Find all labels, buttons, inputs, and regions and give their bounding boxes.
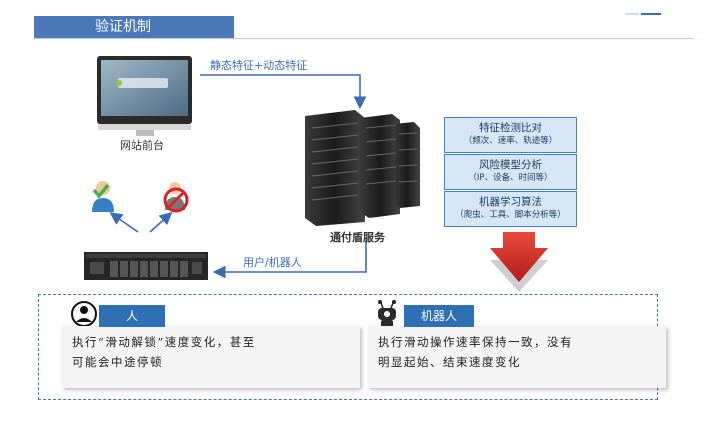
- analysis-box-machine-learning: 机器学习算法 （爬虫、工具、脚本分析等）: [444, 191, 577, 227]
- server-unit-icon: [84, 252, 208, 280]
- user-allowed-icon: [92, 181, 114, 212]
- analysis-box-subtitle: （爬虫、工具、脚本分析等）: [455, 210, 566, 220]
- server-label: 通付盾服务: [330, 231, 385, 244]
- arrow-to-blocked: [149, 211, 173, 233]
- robot-tab: 机器人: [404, 305, 474, 327]
- title-bar: [34, 16, 234, 38]
- arrow-to-user: [109, 212, 139, 233]
- down-arrow-icon: [490, 232, 548, 292]
- robot-text-line1: 执行滑动操作速率保持一致，没有: [378, 335, 573, 349]
- arrow-monitor-to-server: [200, 74, 367, 110]
- user-blocked-icon: [163, 182, 189, 213]
- top-arrow-label: 静态特征+动态特征: [210, 59, 308, 72]
- corner-decoration: [625, 13, 639, 15]
- robot-panel-text: 执行滑动操作速率保持一致，没有 明显起始、结束速度变化: [368, 326, 666, 372]
- robot-text-line2: 明显起始、结束速度变化: [378, 355, 521, 369]
- analysis-box-risk-model: 风险模型分析 （IP、设备、时间等）: [444, 154, 577, 190]
- analysis-box-title: 机器学习算法: [479, 196, 542, 208]
- human-text-line2: 可能会中途停顿: [72, 355, 163, 369]
- human-tab: 人: [99, 305, 165, 327]
- corner-decoration-accent: [641, 13, 661, 15]
- human-text-line1: 执行“滑动解锁”速度变化，甚至: [72, 335, 256, 349]
- server-rack-icon: [305, 110, 420, 226]
- arrow-server-to-unit: [212, 238, 367, 279]
- robot-panel: 执行滑动操作速率保持一致，没有 明显起始、结束速度变化: [368, 326, 666, 388]
- title-divider: [34, 38, 694, 39]
- analysis-box-subtitle: （频次、速率、轨迹等）: [463, 136, 558, 146]
- monitor-icon: [97, 56, 192, 136]
- human-panel: 执行“滑动解锁”速度变化，甚至 可能会中途停顿: [62, 326, 360, 388]
- page-title: 验证机制: [95, 19, 151, 35]
- analysis-box-feature-detection: 特征检测比对 （频次、速率、轨迹等）: [444, 117, 577, 153]
- bottom-arrow-label: 用户/机器人: [243, 256, 302, 269]
- analysis-box-title: 风险模型分析: [479, 159, 542, 171]
- analysis-box-subtitle: （IP、设备、时间等）: [468, 173, 553, 183]
- analysis-box-title: 特征检测比对: [479, 122, 542, 134]
- human-panel-text: 执行“滑动解锁”速度变化，甚至 可能会中途停顿: [62, 326, 360, 372]
- monitor-label: 网站前台: [120, 139, 164, 152]
